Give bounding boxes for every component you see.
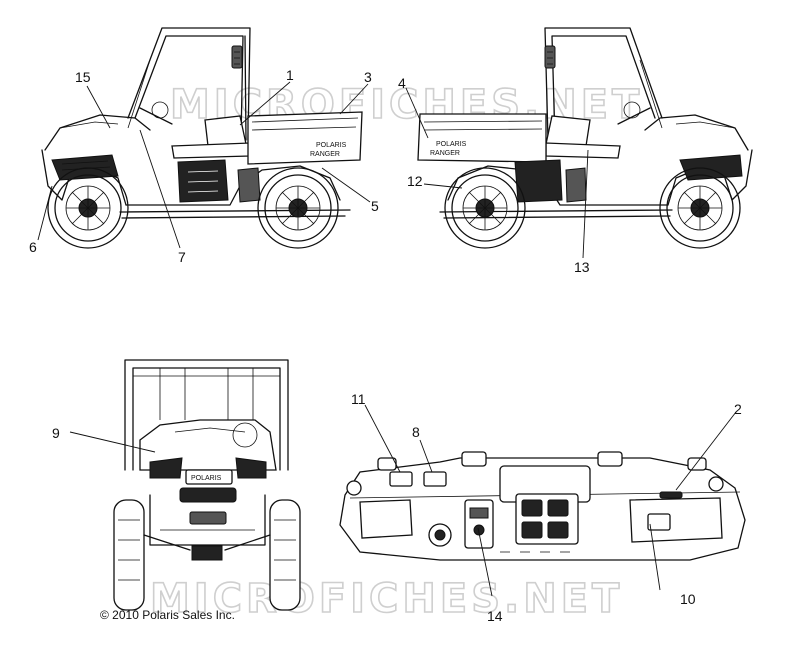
left-bed-decal-model: RANGER (310, 151, 340, 158)
vehicle-right-side-view: POLARIS RANGER (417, 27, 753, 249)
callout-5: 5 (371, 198, 379, 214)
dashboard-view (339, 451, 746, 561)
leader-lines (37, 81, 737, 597)
vehicle-left-side-view: POLARIS RANGER (41, 27, 363, 249)
callout-6: 6 (29, 239, 37, 255)
front-badge-text: POLARIS (191, 475, 222, 482)
callout-12: 12 (407, 173, 423, 189)
watermark-bottom: MICROFICHES.NET (150, 576, 623, 622)
callout-13: 13 (574, 259, 590, 275)
left-bed-decal-brand: POLARIS (316, 142, 347, 149)
callout-1: 1 (286, 67, 294, 83)
callout-11: 11 (351, 391, 366, 407)
callout-7: 7 (178, 249, 186, 265)
callout-8: 8 (412, 424, 420, 440)
callout-3: 3 (364, 69, 372, 85)
callout-4: 4 (398, 75, 406, 91)
vehicle-front-view: POLARIS (113, 359, 301, 611)
callout-2: 2 (734, 401, 742, 417)
callout-10: 10 (680, 591, 696, 607)
copyright-notice: © 2010 Polaris Sales Inc. (100, 608, 235, 622)
right-bed-decal-brand: POLARIS (436, 141, 467, 148)
callout-15: 15 (75, 69, 91, 85)
callout-14: 14 (487, 608, 503, 624)
callout-9: 9 (52, 425, 60, 441)
callout-labels: 15 1 3 5 6 7 4 12 13 9 11 8 14 10 2 (29, 67, 742, 624)
right-bed-decal-model: RANGER (430, 150, 460, 157)
